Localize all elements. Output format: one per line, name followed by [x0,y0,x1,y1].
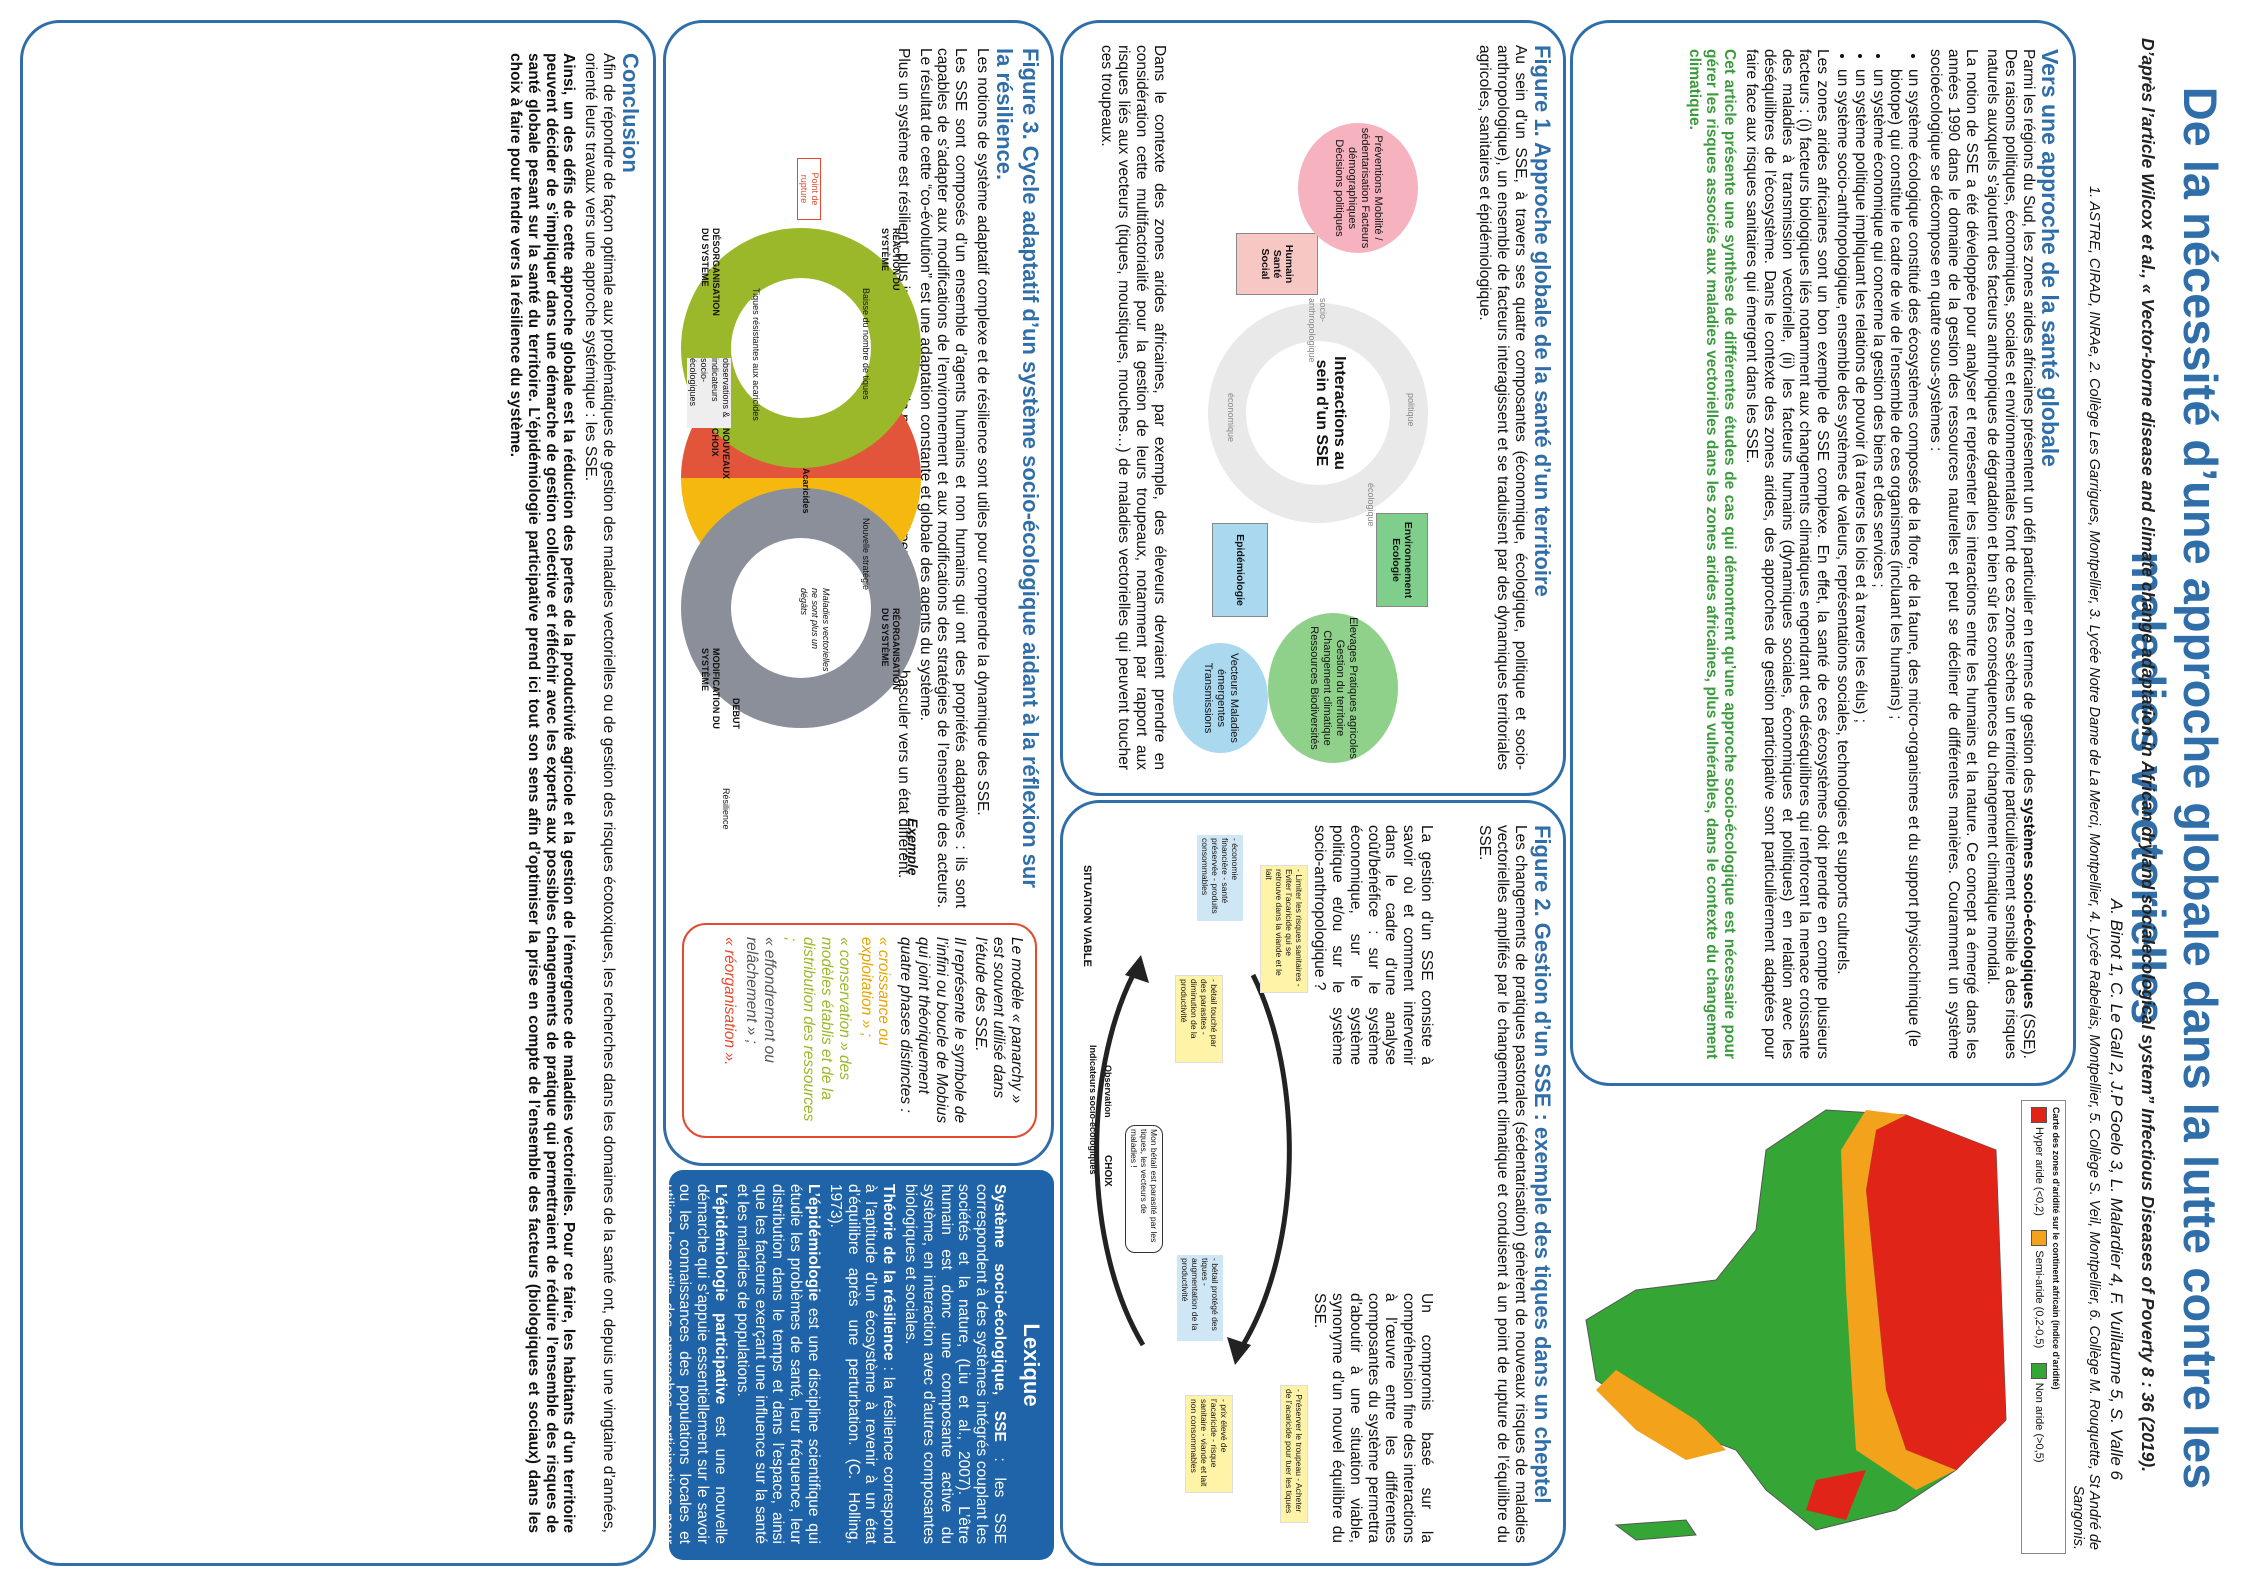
sticky-note: - bétail touché par des parasites - dimi… [1175,975,1223,1063]
cloud-environment: Elevages Pratiques agricoles Gestion du … [1268,613,1398,763]
legend-item: Semi-aride (0,2-0,5) [2031,1230,2047,1348]
panarchy-text-1: Le modèle « panarchy » est souvent utili… [972,937,1025,1104]
map-legend-title: Carte des zones d’aridité sur le contine… [2051,1107,2061,1390]
figure3-heading: Figure 3. Cycle adaptatif d’un système s… [992,48,1043,888]
map-legend: Carte des zones d’aridité sur le contine… [2021,1100,2066,1554]
authors: A. Binot 1, C. Le Gall 2, J.P Goelo 3, L… [2107,898,2126,1480]
sticky-note: - bétail protégé des tiques - augmentati… [1177,1255,1223,1341]
card-environnement: Environnement Ecologie [1376,513,1428,607]
bullet-item: un système économique qui concerne la ge… [1869,69,1887,1059]
rupture-label: Point de rupture [797,158,821,220]
lexique-heading: Lexique [1019,1323,1044,1407]
nouveaux-choix-label: NOUVEAUX CHOIX [710,428,731,480]
resilience-label: Résilience [721,788,731,830]
phase-4: « réorganisation ». [721,937,739,1066]
ring-label: écologique [1366,483,1376,527]
conclusion-paragraph-1: Afin de répondre de façon optimale aux p… [582,53,617,1533]
intro-bullets: un système écologique constitué des écos… [1833,49,1922,1059]
panarchy-text-2: Il représente le symbole de l’infini ou … [897,937,968,1124]
legend-item: Hyper aride (<0,2) [2031,1107,2047,1216]
conclusion-paragraph-2: Ainsi, un des défis de cette approche gl… [507,53,578,1533]
intro-paragraph-3: Les zones arides africaines sont un bon … [1743,49,1832,1059]
ring-label: socio-anthropologique [1307,298,1328,363]
figure2-paragraph-3: Un compromis basé sur la compréhension f… [1311,1293,1435,1543]
cloud-vectors: Vecteurs Maladies émergentes Transmissio… [1173,643,1268,753]
cycle-arrow-label: Nouvelle stratégie [861,518,871,591]
figure1-paragraph-2: Dans le contexte des zones arides africa… [1097,45,1168,770]
legend-item: Non aride (>0,5) [2031,1362,2047,1463]
figure2-heading: Figure 2. Gestion d’un SSE : exemple des… [1530,825,1555,1504]
observation-label: Observation [1103,1065,1113,1118]
speech-bubble: Mon bétail est parasité par les tiques, … [1125,1125,1163,1253]
intro-paragraph-2: La notion de SSE a été développée pour a… [1927,49,1980,1059]
figure2-section: Figure 2. Gestion d’un SSE : exemple des… [1060,800,1566,1566]
maladies-label: Maladies vectorielles ne sont plus un dé… [799,588,831,672]
exemple-label: Exemple [905,818,921,876]
lexique-item: Système socio-écologique, SSE : les SSE … [902,1184,1008,1544]
phase-1: « croissance ou exploitation » ; [857,937,893,1046]
figure3-paragraph-1: Les notions de système adaptatif complex… [974,48,991,816]
sticky-note: - prix élevé de l’acaricide - risque san… [1185,1395,1233,1493]
intro-section: Vers une approche de la santé globale Pa… [1570,20,2076,1086]
observations-label: observations & indicateurs socio-écologi… [687,358,731,428]
quadrant-label: RÉORGANISATION DU SYSTÈME [880,608,901,690]
sticky-note: - Préserver le troupeau - Acheter de l’a… [1280,1385,1308,1523]
phase-3: « effondrement ou relâchement » ; [742,937,778,1063]
figure1-heading: Figure 1. Approche globale de la santé d… [1530,45,1555,597]
sticky-note: - Limiter les risques sanitaires - Evite… [1260,865,1308,993]
intro-highlight: Cet article présente une synthèse de dif… [1685,49,1739,1059]
lexique-section: Lexique Système socio-écologique, SSE : … [623,1170,1054,1560]
sticky-note: - économie financière - santé préservée … [1197,835,1243,921]
figure2-diagram: - Limiter les risques sanitaires - Evite… [1073,825,1313,1543]
intro-paragraph-1: Parmi les régions du Sud, les zones arid… [1984,49,2037,1059]
card-humain: Humain Santé Social [1236,233,1318,295]
lexique-item: L’épidémiologie est une discipline scien… [733,1184,823,1544]
figure3-section: Figure 3. Cycle adaptatif d’un système s… [663,20,1054,1166]
map-panel: Carte des zones d’aridité sur le contine… [1576,1090,2076,1554]
quadrant-label: DÉSORGANISATION DU SYSTÈME [700,228,721,316]
figure1-section: Figure 1. Approche globale de la santé d… [1060,20,1566,796]
conclusion-section: Conclusion Afin de répondre de façon opt… [20,20,656,1566]
debut-label: DEBUT [731,698,741,729]
card-epidemiologie: Epidémiologie [1212,523,1268,617]
figure1-diagram: Interactions au sein d’un SSE politique … [1173,53,1458,773]
cycle-arrow-label: Tiques résistantes aux acaricides [751,288,761,421]
choix-label: CHOIX [1102,1155,1113,1187]
poster-subtitle: D’après l’article Wilcox et al., « Vecto… [2138,37,2158,1473]
quadrant-label: RÉACTION DU SYSTÈME [880,228,901,291]
conclusion-heading: Conclusion [618,53,643,173]
acaricides-label: Acaricides [801,468,811,514]
indicators-label: Indicateurs socio-écologiques [1088,1045,1098,1175]
africa-aridity-map [1585,1109,2007,1541]
intro-heading: Vers une approche de la santé globale [2037,49,2063,467]
ring-label: économique [1226,393,1236,443]
figure1-paragraph-1: Au sein d’un SSE, à travers ses quatre c… [1476,45,1529,770]
bullet-item: un système politique impliquant les rela… [1851,69,1869,1059]
figure2-paragraph-1: Les changements de pratiques pastorales … [1476,825,1529,1543]
bullet-item: un système socio-anthropologique, ensemb… [1833,69,1851,1059]
quadrant-label: MODIFICATION DU SYSTÈME [700,648,721,729]
panarchy-box: Le modèle « panarchy » est souvent utili… [682,923,1037,1138]
situation-viable-label: SITUATION VIABLE [1081,865,1093,967]
adaptive-cycle-diagram: Exemple Résilience DEBUT RÉORGANISATION … [676,48,931,908]
cloud-prevention: Préventions Mobilité / sédentarisation F… [1298,123,1418,253]
cycle-arrow-label: Baisse du nombre de tiques [861,288,871,400]
phase-2: « conservation » des modèles établis et … [782,937,853,1122]
ring-label: politique [1406,393,1416,427]
figure2-paragraph-2: La gestion d’un SSE consiste à savoir où… [1311,825,1435,1065]
lexique-item: Théorie de la résilience : la résilience… [826,1184,898,1544]
bullet-item: un système écologique constitué des écos… [1887,69,1922,1059]
